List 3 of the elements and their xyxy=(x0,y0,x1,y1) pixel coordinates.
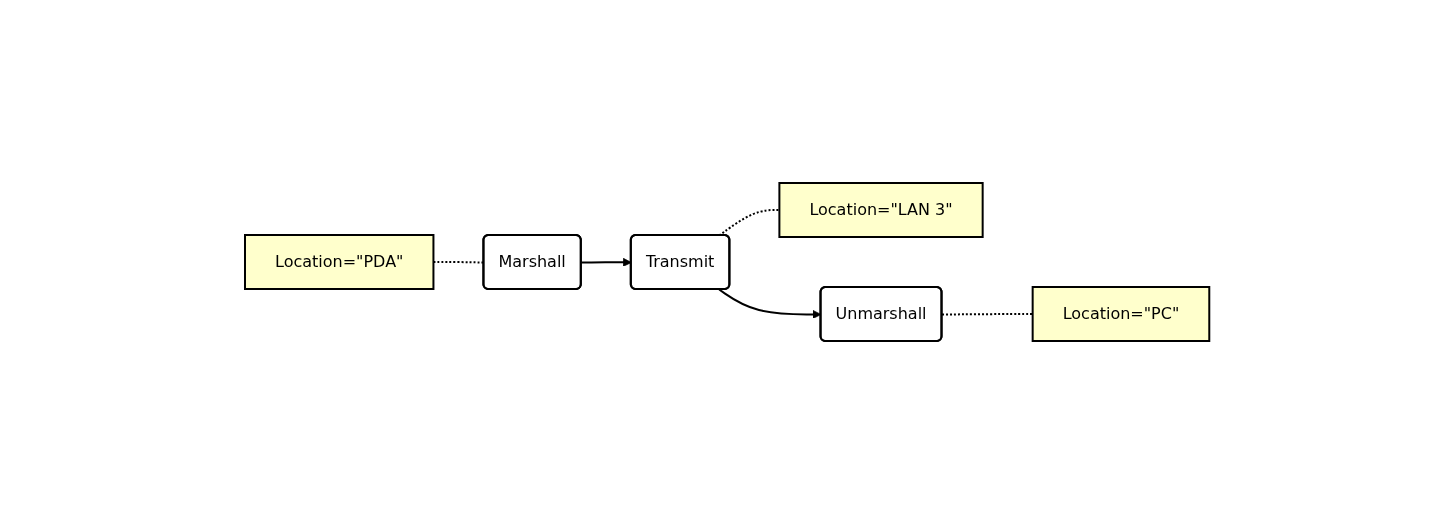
node-box: Location="PC" xyxy=(1032,286,1211,342)
node-box: Location="PDA" xyxy=(244,234,435,290)
node-box: Location="LAN 3" xyxy=(778,182,984,238)
